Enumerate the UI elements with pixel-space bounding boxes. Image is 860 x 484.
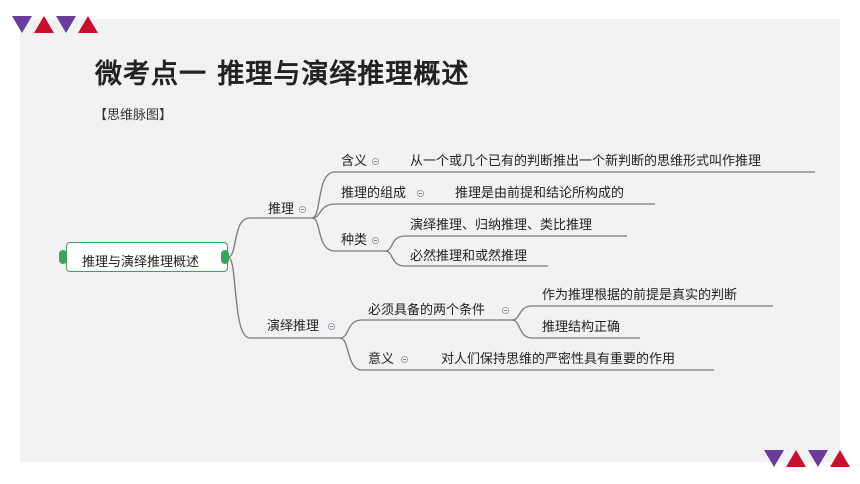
triangle-shape: [764, 450, 784, 467]
connector-line: [511, 305, 773, 321]
node-meaning[interactable]: 含义: [341, 154, 368, 169]
connector-line: [227, 256, 340, 339]
connector-line: [384, 250, 548, 267]
collapse-icon[interactable]: [417, 190, 424, 197]
node-conditions[interactable]: 必须具备的两个条件: [368, 303, 486, 318]
node-significance[interactable]: 意义: [368, 352, 395, 367]
decor-triangles-bottom-right: [764, 450, 850, 467]
connector-line: [339, 337, 412, 371]
connector-line: [339, 319, 512, 339]
connector-line: [511, 319, 640, 339]
node-conditions-detail-2[interactable]: 推理结构正确: [542, 320, 621, 335]
node-composition[interactable]: 推理的组成: [341, 186, 407, 201]
connector-line: [227, 217, 312, 258]
node-types[interactable]: 种类: [341, 233, 368, 248]
node-types-detail-2[interactable]: 必然推理和或然推理: [410, 249, 528, 264]
collapse-icon[interactable]: [502, 307, 509, 314]
node-meaning-detail[interactable]: 从一个或几个已有的判断推出一个新判断的思维形式叫作推理: [410, 154, 762, 169]
root-right-handle[interactable]: [221, 250, 229, 264]
collapse-icon[interactable]: [372, 158, 379, 165]
root-node-label: 推理与演绎推理概述: [82, 255, 200, 270]
triangle-shape: [56, 16, 76, 33]
connector-line: [311, 171, 385, 219]
triangle-shape: [78, 16, 98, 33]
connector-line: [311, 203, 430, 219]
connector-line: [384, 235, 627, 252]
page-title: 微考点一 推理与演绎推理概述: [95, 59, 470, 90]
branch-reasoning[interactable]: 推理: [268, 202, 295, 217]
triangle-shape: [786, 450, 806, 467]
branch-deductive[interactable]: 演绎推理: [267, 319, 320, 334]
node-conditions-detail-1[interactable]: 作为推理根据的前提是真实的判断: [542, 288, 738, 303]
node-types-detail-1[interactable]: 演绎推理、归纳推理、类比推理: [410, 218, 593, 233]
root-left-handle[interactable]: [59, 250, 67, 264]
decor-triangles-top-left: [12, 16, 98, 33]
node-significance-detail[interactable]: 对人们保持思维的严密性具有重要的作用: [441, 352, 676, 367]
node-composition-detail[interactable]: 推理是由前提和结论所构成的: [455, 186, 625, 201]
collapse-icon[interactable]: [299, 206, 306, 213]
triangle-shape: [830, 450, 850, 467]
triangle-shape: [34, 16, 54, 33]
slide-background: [20, 19, 840, 462]
connector-line: [311, 217, 385, 252]
section-subtitle: 【思维脉图】: [94, 108, 173, 123]
triangle-shape: [808, 450, 828, 467]
collapse-icon[interactable]: [372, 237, 379, 244]
collapse-icon[interactable]: [401, 356, 408, 363]
triangle-shape: [12, 16, 32, 33]
collapse-icon[interactable]: [328, 323, 335, 330]
